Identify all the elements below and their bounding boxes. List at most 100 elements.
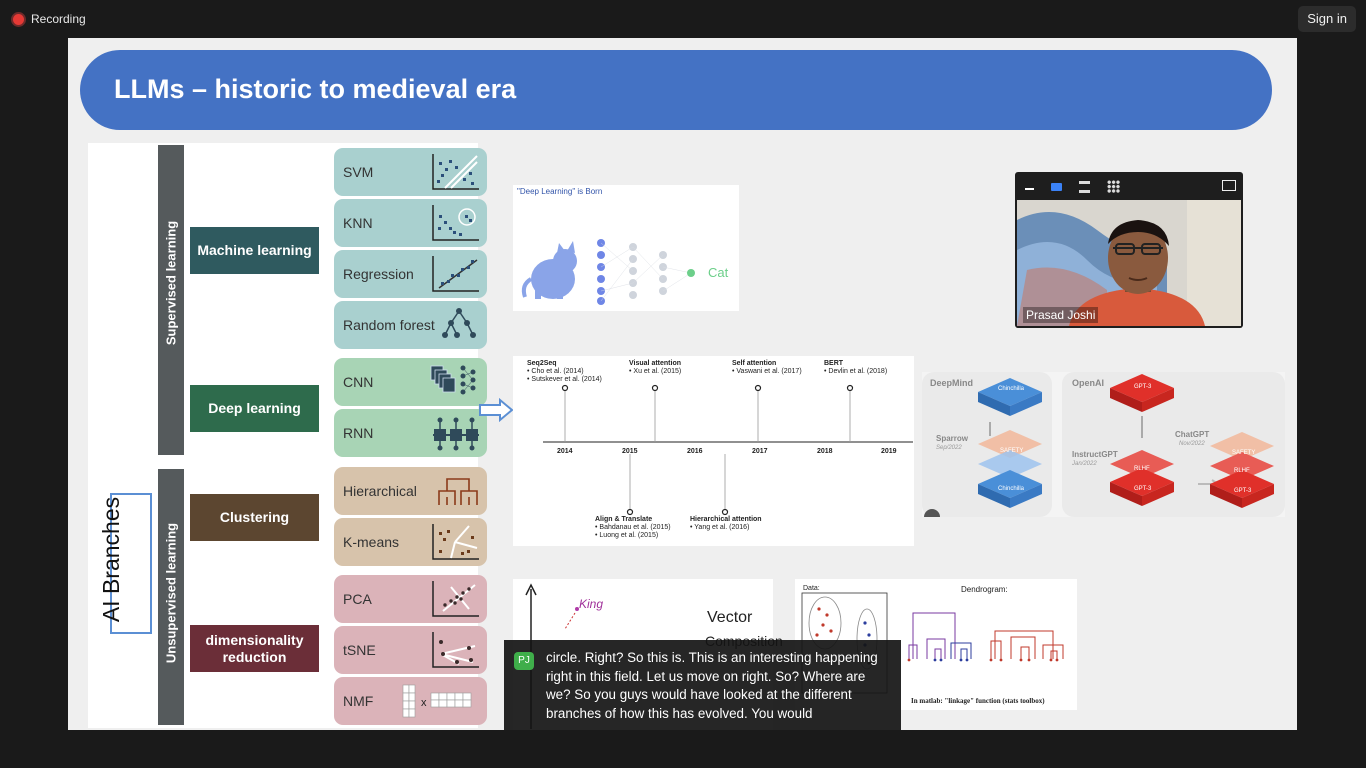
method-card-cnn: CNN [334, 358, 487, 406]
live-caption: PJ circle. Right? So this is. This is an… [504, 640, 901, 730]
data-label: Data: [803, 585, 820, 592]
method-label: CNN [343, 374, 374, 390]
right-arrow-icon [479, 398, 514, 422]
king-label: King [579, 597, 604, 611]
timeline-event-visual-attention: Visual attention • Xu et al. (2015) [629, 360, 681, 376]
clustering-box: Clustering [190, 494, 319, 541]
attention-timeline-image: 2014 2015 2016 2017 2018 2019 Seq2Seq • … [513, 356, 914, 546]
recording-label: Recording [31, 12, 86, 26]
model-stack-illustration [924, 374, 1274, 517]
gpt3-label: GPT-3 [1134, 486, 1152, 492]
tree-icon [442, 308, 476, 338]
cat-output-label: Cat [708, 265, 729, 280]
sparrow-label: Sparrow [936, 434, 969, 443]
llm-lineage-image: DeepMind OpenAI Sparrow Sep/2022 Instruc… [922, 372, 1285, 517]
kmeans-icon [432, 524, 479, 560]
timeline-event-hierarchical-attention: Hierarchical attention • Yang et al. (20… [690, 516, 762, 532]
scatter-plot-icon [432, 154, 479, 190]
shared-slide: LLMs – historic to medieval era AI Branc… [68, 38, 1297, 730]
method-label: K-means [343, 534, 400, 550]
gpt3-label: GPT-3 [1134, 384, 1152, 390]
method-card-svm: SVM [334, 148, 487, 196]
openai-label: OpenAI [1072, 378, 1105, 388]
method-card-nmf: NMF x [334, 677, 487, 725]
sparrow-date: Sep/2022 [936, 445, 962, 451]
supervised-bar [158, 145, 184, 455]
dimensionality-reduction-box: dimensionality reduction [190, 625, 319, 672]
slide-title: LLMs – historic to medieval era [114, 74, 517, 104]
timeline-event-bert: BERT • Devlin et al. (2018) [824, 360, 887, 376]
event-title: Self attention [732, 360, 777, 367]
method-card-tsne: tSNE [334, 626, 487, 674]
sign-in-button[interactable]: Sign in [1298, 6, 1356, 32]
convolution-layers-icon [430, 365, 476, 395]
event-title: Align & Translate [595, 516, 653, 523]
method-card-kmeans: K-means [334, 518, 487, 566]
ai-branches-diagram: AI Branches Supervised learning Unsuperv… [88, 143, 487, 728]
instructgpt-date: Jan/2022 [1072, 461, 1097, 467]
timeline-year: 2019 [881, 448, 897, 455]
method-card-pca: PCA [334, 575, 487, 623]
event-title: Seq2Seq [527, 360, 557, 367]
vector-label: Vector [707, 609, 753, 626]
pca-axes-icon [432, 581, 479, 617]
timeline-axis [543, 384, 913, 516]
strip-view-icon[interactable] [1079, 181, 1090, 193]
machine-learning-box: Machine learning [190, 227, 319, 274]
event-ref: • Yang et al. (2016) [690, 524, 750, 531]
method-label: Hierarchical [343, 483, 417, 499]
method-label: tSNE [343, 642, 376, 658]
dendrogram-icon [438, 478, 478, 505]
method-label: SVM [343, 164, 374, 180]
clusters-icon [432, 205, 479, 241]
method-label: Regression [343, 266, 414, 282]
minimize-icon[interactable] [1025, 188, 1034, 190]
timeline-year: 2018 [817, 448, 833, 455]
supervised-label: Supervised learning [163, 220, 179, 346]
participant-video: Prasad Joshi [1017, 200, 1241, 326]
timeline-year: 2015 [622, 448, 638, 455]
recurrent-chain-icon [433, 417, 479, 451]
ai-branches-box [110, 493, 152, 634]
gallery-view-icon[interactable] [1107, 180, 1120, 193]
chatgpt-date: Nov/2022 [1179, 441, 1205, 447]
event-title: Hierarchical attention [690, 516, 762, 523]
safety-label: SAFETY [1232, 450, 1256, 456]
instructgpt-label: InstructGPT [1072, 450, 1118, 459]
method-label: KNN [343, 215, 373, 231]
method-card-regression: Regression [334, 250, 487, 298]
recording-indicator[interactable]: Recording [13, 12, 86, 26]
deepmind-label: DeepMind [930, 378, 974, 388]
method-label: PCA [343, 591, 372, 607]
video-frame [1017, 200, 1241, 326]
event-ref: • Vaswani et al. (2017) [732, 368, 802, 375]
participant-name: Prasad Joshi [1023, 307, 1099, 323]
event-title: Visual attention [629, 360, 681, 367]
method-label: RNN [343, 425, 374, 441]
event-ref: • Cho et al. (2014) [527, 368, 584, 375]
speaker-view-icon[interactable] [1051, 183, 1062, 191]
method-label: Random forest [343, 317, 435, 333]
caption-text: circle. Right? So this is. This is an in… [546, 650, 878, 721]
video-view-toolbar [1015, 172, 1243, 200]
timeline-years: 2014 2015 2016 2017 2018 2019 [557, 448, 917, 458]
event-ref: • Sutskever et al. (2014) [527, 376, 602, 383]
method-label: NMF [343, 693, 374, 709]
tsne-icon [432, 632, 479, 668]
event-title: BERT [824, 360, 844, 367]
timeline-year: 2017 [752, 448, 768, 455]
event-ref: • Xu et al. (2015) [629, 368, 682, 375]
matrix-factorization-icon: x [402, 684, 472, 718]
participant-video-window[interactable]: Prasad Joshi [1015, 172, 1243, 328]
svg-text:x: x [421, 697, 427, 709]
event-ref: • Devlin et al. (2018) [824, 368, 888, 375]
method-card-rnn: RNN [334, 409, 487, 457]
rlhf-label: RLHF [1134, 466, 1150, 472]
timeline-year: 2016 [687, 448, 703, 455]
method-card-hierarchical: Hierarchical [334, 467, 487, 515]
unsupervised-label: Unsupervised learning [163, 522, 179, 664]
ai-branches-label: AI Branches [98, 496, 124, 623]
speaker-avatar: PJ [514, 652, 534, 670]
exit-fullscreen-icon[interactable] [1222, 180, 1236, 191]
method-card-random-forest: Random forest [334, 301, 487, 349]
